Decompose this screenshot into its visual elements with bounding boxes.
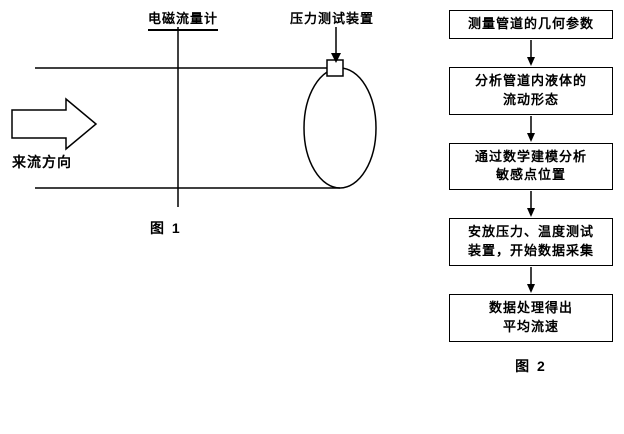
figure-2-caption: 图 2	[515, 357, 547, 374]
down-arrow-icon	[527, 39, 535, 66]
flowchart-step-5: 数据处理得出 平均流速	[449, 293, 613, 342]
flowchart-step-4: 安放压力、温度测试 装置，开始数据采集	[449, 218, 613, 266]
pipe-diagram	[11, 27, 377, 207]
pointer-arrow-head-icon	[331, 53, 341, 63]
flow-direction-arrow-icon	[11, 97, 98, 151]
pressure-device-label: 压力测试装置	[290, 11, 375, 26]
figure-1-caption: 图 1	[150, 220, 182, 236]
figure-2-flowchart: 测量管道的几何参数 分析管道内液体的 流动形态 通过数学建模分析 敏感点位置 安…	[448, 10, 614, 376]
flowchart-step-3: 通过数学建模分析 敏感点位置	[449, 142, 613, 191]
down-arrow-icon	[527, 266, 535, 293]
flowchart-step-1: 测量管道的几何参数	[449, 10, 613, 39]
flowmeter-label: 电磁流量计	[148, 8, 219, 31]
down-arrow-icon	[527, 115, 535, 142]
flowchart-step-2: 分析管道内液体的 流动形态	[449, 66, 613, 115]
pressure-sensor-square	[326, 59, 344, 77]
pipe-end-ellipse	[303, 67, 377, 189]
flow-direction-label: 来流方向	[12, 154, 72, 170]
down-arrow-icon	[527, 191, 535, 218]
